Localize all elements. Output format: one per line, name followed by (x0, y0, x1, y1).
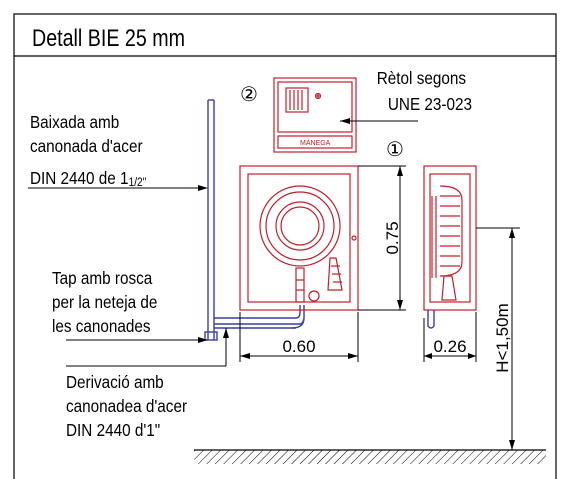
downpipe-label-line-3: DIN 2440 de 11/2" (30, 168, 146, 189)
dimension-arrows (240, 166, 515, 450)
leader-lines (28, 120, 418, 367)
hose-cabinet-side (423, 165, 477, 311)
hose-cabinet-front (239, 165, 359, 311)
cap-label-line-1: Tap amb rosca (52, 268, 153, 288)
sign-plate: MÀNEGA (273, 77, 357, 153)
cap-label-line-2: per la neteja de (52, 292, 157, 312)
cap-label-line-3: les canonades (52, 316, 151, 336)
dim-mount-label: H<1,50m (493, 303, 512, 372)
ground-line (194, 449, 546, 464)
cabinet-marker: ① (386, 139, 404, 161)
dimension-lines (239, 165, 520, 450)
branch-label-line-2: canonadea d'acer (66, 396, 187, 416)
downpipe-label-main: DIN 2440 de 1 (30, 168, 129, 188)
drawing-frame: Detall BIE 25 mm (13, 13, 557, 479)
sign-text: MÀNEGA (300, 138, 331, 147)
page-title: Detall BIE 25 mm (32, 24, 185, 51)
leader-arrows (198, 118, 350, 343)
branch-pipe (214, 305, 305, 329)
downpipe-label-fraction: 1/2" (129, 176, 147, 189)
down-pipe (204, 99, 218, 341)
side-pipe-stub (427, 310, 435, 329)
sign-label-line-2: UNE 23-023 (388, 94, 472, 114)
sign-marker: ② (240, 84, 258, 106)
branch-label-line-3: DIN 2440 d'1" (66, 420, 160, 440)
dim-height-label: 0.75 (383, 221, 402, 254)
branch-label-line-1: Derivació amb (66, 372, 164, 392)
downpipe-label-line-1: Baixada amb (30, 112, 119, 132)
dim-width-label: 0.60 (282, 337, 315, 356)
dim-depth-label: 0.26 (433, 337, 466, 356)
downpipe-label-line-2: canonada d'acer (30, 136, 143, 156)
sign-label-line-1: Rètol segons (377, 68, 466, 88)
